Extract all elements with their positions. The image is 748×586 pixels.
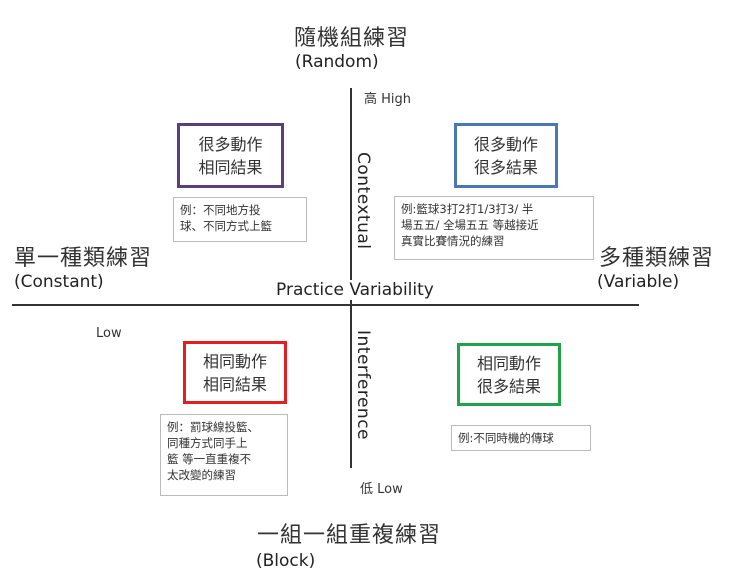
bottom-label-english: (Block) xyxy=(256,551,316,571)
top-label-english: (Random) xyxy=(295,52,379,72)
axis-title-practice-variability: Practice Variability xyxy=(275,280,435,300)
bottom-label-chinese: 一組一組重複練習 xyxy=(257,523,442,548)
low-label-left: Low xyxy=(96,326,122,341)
note-line: 例：罰球線投籃、 xyxy=(167,420,259,434)
note-line: 球、不同方式上籃 xyxy=(180,219,272,233)
note-line: 真實比賽情況的練習 xyxy=(401,234,505,248)
quadrant-line2: 相同結果 xyxy=(202,374,267,394)
note-line: 例:籃球3打2打1/3打3/ 半 xyxy=(401,202,534,216)
right-label-chinese: 多種類練習 xyxy=(599,246,715,271)
quadrant-line2: 很多結果 xyxy=(473,157,538,177)
vertical-axis xyxy=(350,88,352,468)
quadrant-line1: 很多動作 xyxy=(198,134,263,154)
note-line: 太改變的練習 xyxy=(167,468,236,482)
quadrant-line2: 很多結果 xyxy=(476,376,541,396)
quadrant-box-same-action-many-results: 相同動作 很多結果 xyxy=(457,343,561,406)
low-label-bottom: 低 Low xyxy=(360,482,403,497)
horizontal-axis xyxy=(12,304,639,306)
left-label-chinese: 單一種類練習 xyxy=(14,246,153,271)
axis-title-practice: Practice xyxy=(276,280,344,300)
quadrant-line1: 相同動作 xyxy=(476,353,541,373)
quadrant-line2: 相同結果 xyxy=(198,157,263,177)
right-label-english: (Variable) xyxy=(597,272,680,292)
note-line: 場五五/ 全場五五 等越接近 xyxy=(401,218,539,232)
note-line: 例:不同時機的傳球 xyxy=(458,431,554,445)
quadrant-box-same-action-same-result: 相同動作 相同結果 xyxy=(183,341,287,404)
example-note-bottom-right: 例:不同時機的傳球 xyxy=(451,425,591,451)
left-label-english: (Constant) xyxy=(14,272,104,292)
high-label: 高 High xyxy=(364,92,412,107)
note-line: 同種方式同手上 xyxy=(167,436,248,450)
quadrant-box-many-actions-many-results: 很多動作 很多結果 xyxy=(454,123,558,188)
note-line: 籃 等一直重複不 xyxy=(167,452,252,466)
quadrant-line1: 很多動作 xyxy=(473,134,538,154)
quadrant-box-many-actions-same-result: 很多動作 相同結果 xyxy=(177,123,284,188)
interference-label: Interference xyxy=(353,330,373,441)
quadrant-line1: 相同動作 xyxy=(202,351,267,371)
axis-title-variability: Variability xyxy=(349,280,434,300)
note-line: 例：不同地方投 xyxy=(180,203,261,217)
example-note-top-left: 例：不同地方投 球、不同方式上籃 xyxy=(173,197,307,242)
contextual-label: Contextual xyxy=(353,152,373,250)
example-note-bottom-left: 例：罰球線投籃、 同種方式同手上 籃 等一直重複不 太改變的練習 xyxy=(160,414,288,496)
top-label-chinese: 隨機組練習 xyxy=(294,26,410,51)
example-note-top-right: 例:籃球3打2打1/3打3/ 半 場五五/ 全場五五 等越接近 真實比賽情況的練… xyxy=(394,196,594,260)
